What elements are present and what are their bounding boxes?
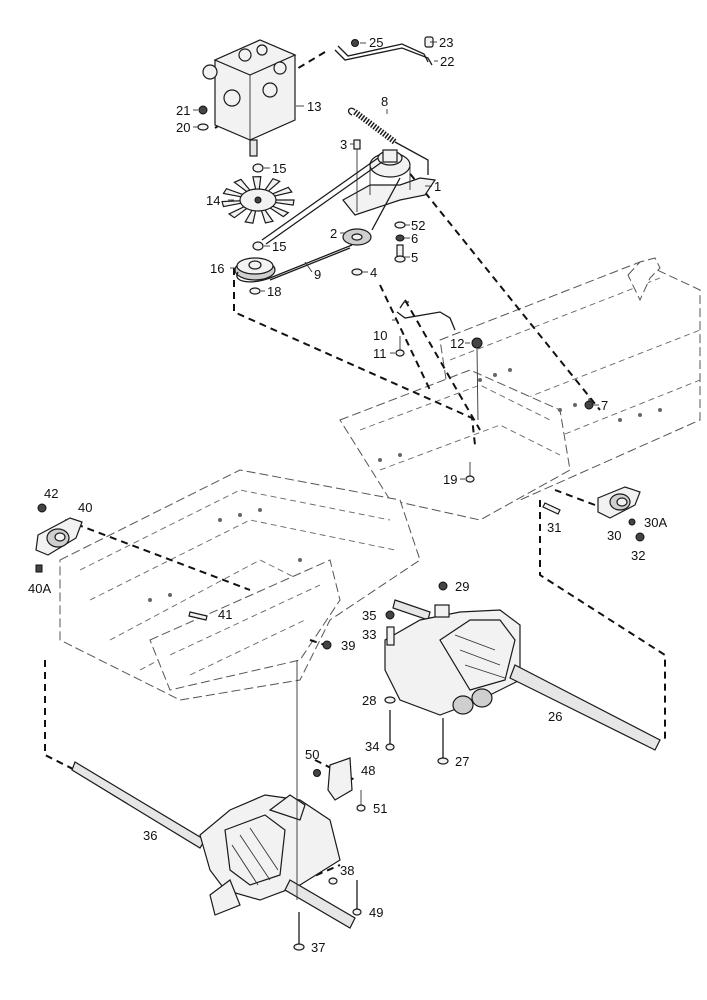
callout-2: 2 bbox=[330, 226, 338, 241]
nut-4 bbox=[351, 268, 363, 276]
callout-41: 41 bbox=[218, 607, 233, 622]
callout-18: 18 bbox=[267, 284, 282, 299]
callout-4: 4 bbox=[370, 265, 378, 280]
bolt-27 bbox=[437, 718, 449, 765]
callout-39: 39 bbox=[341, 638, 356, 653]
callout-28: 28 bbox=[362, 693, 377, 708]
nut-29 bbox=[438, 581, 448, 591]
washer-52 bbox=[394, 221, 406, 229]
callout-9: 9 bbox=[314, 267, 322, 282]
callout-5: 5 bbox=[411, 250, 419, 265]
flange-bearing-30 bbox=[597, 486, 641, 519]
idler-pulley-hub bbox=[351, 233, 363, 241]
callout-30a: 30A bbox=[644, 515, 668, 530]
flange-bearing-40 bbox=[35, 517, 83, 556]
callout-25: 25 bbox=[369, 35, 384, 50]
callout-13: 13 bbox=[307, 99, 322, 114]
callout-19: 19 bbox=[443, 472, 458, 487]
bolt-31 bbox=[542, 502, 561, 515]
callout-51: 51 bbox=[373, 801, 388, 816]
callout-48: 48 bbox=[361, 763, 376, 778]
bolt-51 bbox=[356, 790, 366, 812]
callout-21: 21 bbox=[176, 103, 191, 118]
callout-10: 10 bbox=[373, 328, 388, 343]
callout-6: 6 bbox=[411, 231, 419, 246]
hydraulic-pump bbox=[202, 39, 297, 157]
callout-27: 27 bbox=[455, 754, 470, 769]
bolt-34 bbox=[385, 710, 395, 751]
left-transaxle bbox=[71, 761, 356, 929]
callout-26: 26 bbox=[548, 709, 563, 724]
bolt-5 bbox=[394, 244, 406, 263]
callout-36: 36 bbox=[143, 828, 158, 843]
callout-33: 33 bbox=[362, 627, 377, 642]
bracket-48 bbox=[327, 757, 353, 801]
callout-16: 16 bbox=[210, 261, 225, 276]
callout-15-top: 15 bbox=[272, 161, 287, 176]
callout-20: 20 bbox=[176, 120, 191, 135]
callout-30: 30 bbox=[607, 528, 622, 543]
idler-arm bbox=[342, 149, 437, 216]
nut-12-axis bbox=[476, 347, 479, 421]
callout-11: 11 bbox=[373, 346, 387, 361]
callout-15-bottom: 15 bbox=[272, 239, 287, 254]
cooling-fan bbox=[221, 176, 295, 224]
callout-7: 7 bbox=[601, 398, 609, 413]
bypass-rod-10 bbox=[396, 301, 456, 331]
callout-52: 52 bbox=[411, 218, 426, 233]
idler-spring bbox=[347, 107, 429, 175]
callout-22: 22 bbox=[440, 54, 455, 69]
bolt-49 bbox=[352, 880, 362, 916]
washer-38 bbox=[328, 877, 338, 885]
nut-21 bbox=[198, 105, 208, 115]
spacer-15-bottom bbox=[252, 241, 264, 251]
nut-50 bbox=[313, 769, 321, 777]
bolt-37 bbox=[293, 912, 305, 951]
nut-32 bbox=[635, 532, 645, 542]
callout-14: 14 bbox=[206, 193, 221, 208]
spacer-6 bbox=[395, 234, 405, 242]
bolt-30a bbox=[628, 518, 636, 526]
callout-1: 1 bbox=[434, 179, 442, 194]
right-transaxle bbox=[384, 599, 661, 751]
callout-29: 29 bbox=[455, 579, 470, 594]
callout-32: 32 bbox=[631, 548, 646, 563]
callout-40a: 40A bbox=[28, 581, 52, 596]
callout-34: 34 bbox=[365, 739, 380, 754]
nut-35 bbox=[385, 610, 395, 620]
control-rod bbox=[334, 36, 434, 66]
bolt-40a bbox=[35, 564, 43, 573]
washer-28 bbox=[384, 696, 396, 704]
nut-12 bbox=[471, 337, 483, 349]
callout-49: 49 bbox=[369, 905, 384, 920]
callout-35: 35 bbox=[362, 608, 377, 623]
callout-23: 23 bbox=[439, 35, 454, 50]
bolt-41 bbox=[188, 611, 208, 621]
nut-42 bbox=[37, 503, 47, 513]
bolt-19 bbox=[465, 462, 475, 483]
callout-50: 50 bbox=[305, 747, 320, 762]
leader-lines bbox=[193, 41, 599, 480]
spacer-33 bbox=[386, 626, 395, 646]
callout-38: 38 bbox=[340, 863, 355, 878]
callout-8: 8 bbox=[381, 94, 389, 109]
drive-pulley bbox=[234, 257, 276, 281]
washer-20 bbox=[197, 123, 209, 131]
nut-39 bbox=[322, 640, 332, 650]
callout-42: 42 bbox=[44, 486, 59, 501]
bolt-11 bbox=[395, 336, 405, 357]
chassis-frame bbox=[59, 257, 701, 701]
callout-40: 40 bbox=[78, 500, 93, 515]
callout-12: 12 bbox=[450, 336, 465, 351]
callout-37: 37 bbox=[311, 940, 326, 955]
drive-belt bbox=[236, 157, 401, 283]
bolt-3 bbox=[353, 139, 361, 212]
washer-18 bbox=[249, 287, 261, 295]
callout-31: 31 bbox=[547, 520, 562, 535]
spacer-15-top bbox=[252, 163, 264, 173]
callout-3: 3 bbox=[340, 137, 348, 152]
